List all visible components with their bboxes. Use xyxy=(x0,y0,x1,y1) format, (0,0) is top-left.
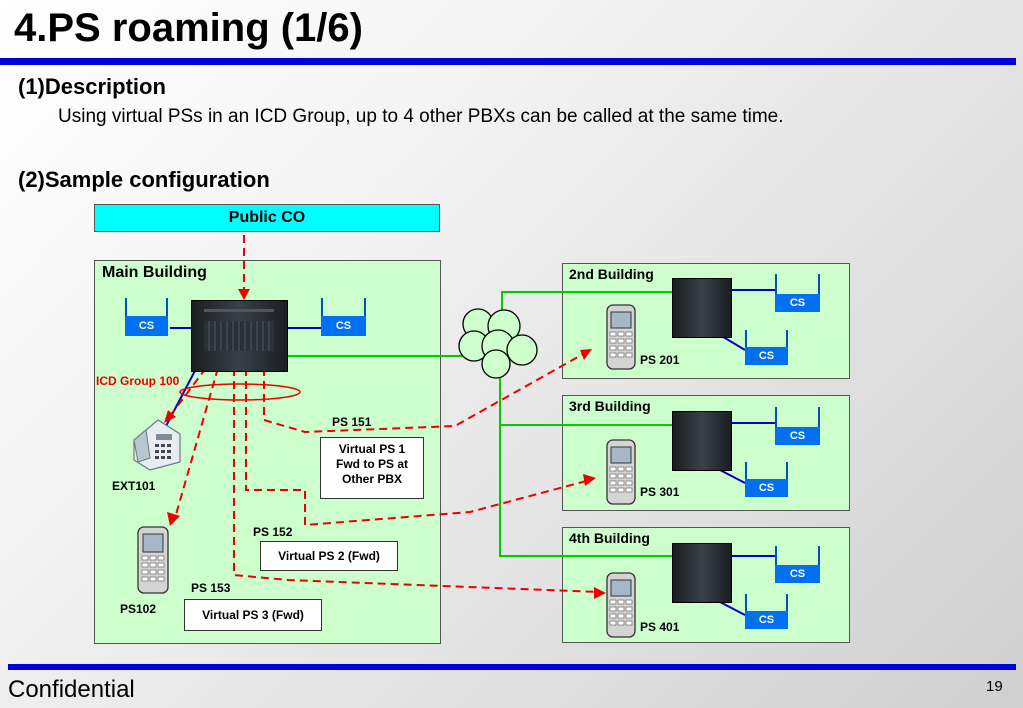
confidential-label: Confidential xyxy=(8,676,135,703)
building-3-label: 3rd Building xyxy=(569,398,651,414)
virtual-ps3-box: Virtual PS 3 (Fwd) xyxy=(184,599,322,631)
building-4-pbx xyxy=(672,543,732,603)
description-text: Using virtual PSs in an ICD Group, up to… xyxy=(58,106,784,127)
desk-phone-icon xyxy=(133,419,181,471)
ps153-label: PS 153 xyxy=(191,581,231,595)
building-3-pbx xyxy=(672,411,732,471)
main-cs-left: CS xyxy=(125,316,168,336)
page-number: 19 xyxy=(986,678,1003,695)
virtual-ps1-box: Virtual PS 1 Fwd to PS at Other PBX xyxy=(320,437,424,499)
public-co-box: Public CO xyxy=(94,204,440,232)
icd-group-label: ICD Group 100 xyxy=(96,374,180,388)
main-cs-right: CS xyxy=(321,316,366,336)
network-cloud-icon xyxy=(458,308,538,379)
call-to-ext101 xyxy=(169,367,207,417)
ps301-handset-icon xyxy=(606,439,636,505)
ps401-label: PS 401 xyxy=(640,620,680,634)
building-3-cs-2: CS xyxy=(745,479,788,497)
building-2-cs-1: CS xyxy=(775,294,820,312)
call-virtual-ps3 xyxy=(233,368,601,593)
building-4-label: 4th Building xyxy=(569,530,650,546)
call-to-ps102 xyxy=(174,367,219,519)
building-3-cs-1: CS xyxy=(775,427,820,445)
footer-divider xyxy=(8,664,1016,670)
building-2-cs-2: CS xyxy=(745,347,788,365)
ps102-label: PS102 xyxy=(120,602,157,616)
ps152-label: PS 152 xyxy=(253,525,293,539)
building-2-label: 2nd Building xyxy=(569,266,654,282)
ps201-label: PS 201 xyxy=(640,353,680,367)
network-trunk-link xyxy=(499,370,672,557)
virtual-ps2-box: Virtual PS 2 (Fwd) xyxy=(260,541,398,571)
call-virtual-ps1 xyxy=(263,352,586,434)
icd-group-ellipse xyxy=(179,383,301,401)
section-heading-description: (1)Description xyxy=(18,74,166,99)
ext101-label: EXT101 xyxy=(112,479,156,493)
main-pbx-unit xyxy=(191,300,288,372)
ps401-handset-icon xyxy=(606,572,636,638)
call-virtual-ps2 xyxy=(245,368,591,527)
ps151-label: PS 151 xyxy=(332,415,372,429)
section-heading-sample-config: (2)Sample configuration xyxy=(18,167,270,192)
ps201-handset-icon xyxy=(606,304,636,370)
ps301-label: PS 301 xyxy=(640,485,680,499)
ps102-handset-icon xyxy=(137,526,169,594)
building-4-cs-2: CS xyxy=(745,611,788,629)
building-4-cs-1: CS xyxy=(775,565,820,583)
title-divider xyxy=(0,58,1016,65)
main-building-label: Main Building xyxy=(102,264,207,281)
page-title: 4.PS roaming (1/6) xyxy=(14,6,363,50)
building-2-pbx xyxy=(672,278,732,338)
